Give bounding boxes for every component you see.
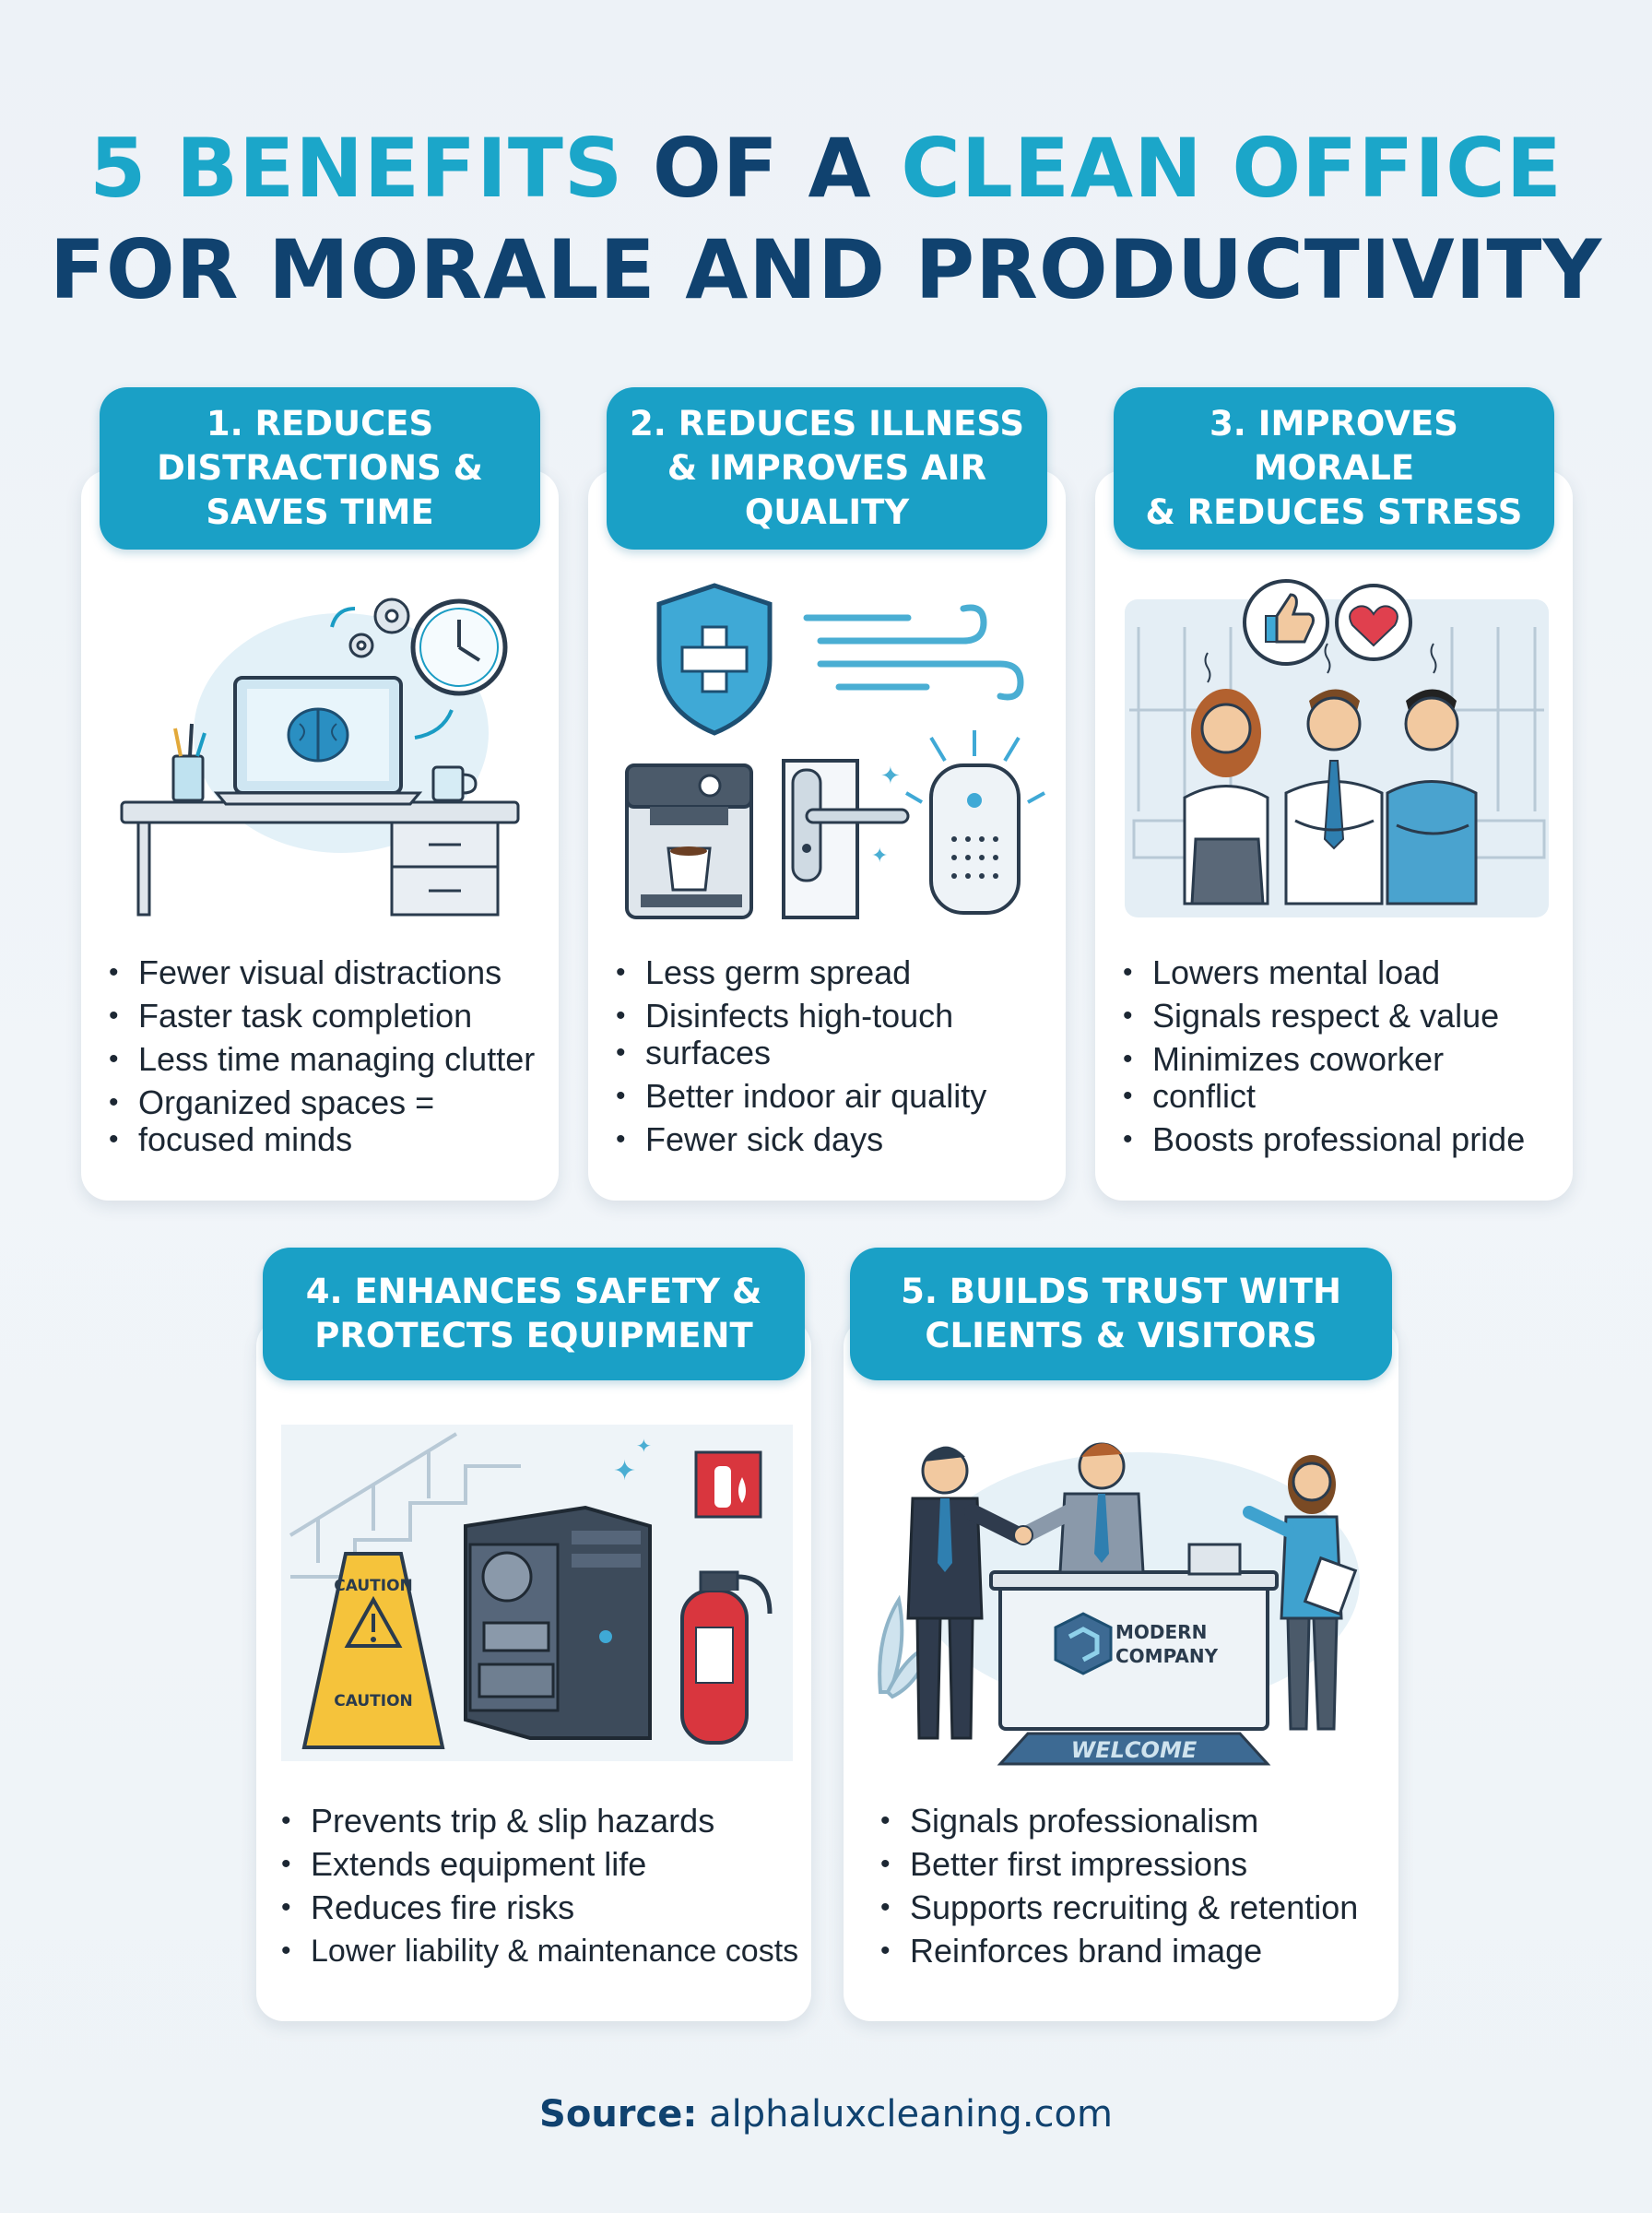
card-1-header: 1. REDUCES DISTRACTIONS & SAVES TIME <box>100 387 540 550</box>
source-credit: Source: alphaluxcleaning.com <box>0 2093 1652 2136</box>
card-5-header: 5. BUILDS TRUST WITH CLIENTS & VISITORS <box>850 1248 1392 1380</box>
coffee-machine-icon <box>625 763 753 919</box>
laptop-icon <box>213 676 423 806</box>
list-item: Signals respect & value <box>1123 998 1570 1035</box>
computer-tower-icon <box>464 1505 652 1740</box>
welcome-mat-text: WELCOME <box>1071 1737 1198 1763</box>
card-4-header: 4. ENHANCES SAFETY & PROTECTS EQUIPMENT <box>263 1248 805 1380</box>
card-3-bullets: Lowers mental load Signals respect & val… <box>1123 954 1570 1165</box>
page-title: 5 BENEFITS OF A CLEAN OFFICE FOR MORALE … <box>0 118 1652 321</box>
card-3-header: 3. IMPROVES MORALE & REDUCES STRESS <box>1114 387 1554 550</box>
svg-text:✦: ✦ <box>871 845 888 868</box>
caution-sign-icon: CAUTION CAUTION <box>301 1552 445 1749</box>
gears-icon <box>348 598 410 658</box>
svg-text:✦: ✦ <box>636 1435 652 1457</box>
title-highlight-benefits: 5 BENEFITS <box>89 121 624 216</box>
desk-icon <box>120 800 520 917</box>
list-item-continuation: conflict <box>1123 1078 1570 1116</box>
list-item: Fewer sick days <box>616 1121 1058 1159</box>
source-link[interactable]: alphaluxcleaning.com <box>697 2093 1113 2136</box>
brain-icon <box>287 707 349 763</box>
list-item-continuation: surfaces <box>616 1035 1058 1072</box>
team-illustration <box>1125 579 1549 917</box>
reception-illustration: MODERN COMPANY WELCOME <box>878 1442 1360 1766</box>
pencil-cup-icon <box>171 723 206 802</box>
list-item: Lowers mental load <box>1123 954 1570 992</box>
list-item: Signals professionalism <box>880 1803 1397 1840</box>
reception-desk-icon <box>989 1543 1279 1731</box>
title-highlight-clean-office: CLEAN OFFICE <box>901 121 1563 216</box>
fire-extinguisher-icon <box>680 1570 773 1745</box>
mug-icon <box>431 765 478 802</box>
card-2-bullets: Less germ spread Disinfects high-touch s… <box>616 954 1058 1165</box>
company-name-line-1: MODERN <box>1115 1621 1207 1643</box>
svg-text:✦: ✦ <box>613 1455 636 1487</box>
list-item: Prevents trip & slip hazards <box>281 1803 807 1840</box>
source-label: Source: <box>539 2093 698 2136</box>
list-item: Less time managing clutter <box>109 1041 551 1079</box>
clock-icon <box>410 598 508 696</box>
title-line-2: FOR MORALE AND PRODUCTIVITY <box>49 222 1603 317</box>
air-purifier-icon <box>904 730 1045 915</box>
card-1-bullets: Fewer visual distractions Faster task co… <box>109 954 551 1165</box>
safety-illustration: CAUTION CAUTION ✦ ✦ <box>281 1425 793 1761</box>
list-item: Reduces fire risks <box>281 1889 807 1927</box>
caution-label-top: CAUTION <box>334 1577 413 1595</box>
card-4-bullets: Prevents trip & slip hazards Extends equ… <box>281 1803 807 1976</box>
company-logo-icon: MODERN COMPANY <box>1054 1612 1219 1675</box>
title-connector: OF A <box>623 121 902 216</box>
door-handle-icon <box>782 759 910 919</box>
desk-illustration <box>120 598 520 917</box>
caution-label-bottom: CAUTION <box>334 1692 413 1710</box>
thumbs-up-icon <box>1243 579 1329 666</box>
list-item-continuation: focused minds <box>109 1121 551 1159</box>
list-item: Better first impressions <box>880 1846 1397 1884</box>
fire-sign-icon <box>694 1450 762 1519</box>
list-item: Organized spaces = <box>109 1084 551 1122</box>
list-item: Faster task completion <box>109 998 551 1035</box>
list-item: Less germ spread <box>616 954 1058 992</box>
list-item: Better indoor air quality <box>616 1078 1058 1116</box>
list-item: Boosts professional pride <box>1123 1121 1570 1159</box>
company-name-line-2: COMPANY <box>1115 1645 1219 1667</box>
welcome-mat-icon: WELCOME <box>997 1732 1271 1766</box>
svg-text:✦: ✦ <box>880 763 901 790</box>
heart-icon <box>1335 584 1412 661</box>
list-item: Minimizes coworker <box>1123 1041 1570 1079</box>
team-icon <box>1183 643 1478 905</box>
list-item: Extends equipment life <box>281 1846 807 1884</box>
list-item: Fewer visual distractions <box>109 954 551 992</box>
list-item: Supports recruiting & retention <box>880 1889 1397 1927</box>
card-5-bullets: Signals professionalism Better first imp… <box>880 1803 1397 1976</box>
card-2-header: 2. REDUCES ILLNESS & IMPROVES AIR QUALIT… <box>607 387 1047 550</box>
list-item: Disinfects high-touch <box>616 998 1058 1035</box>
wind-icon <box>803 604 1024 701</box>
list-item: Lower liability & maintenance costs <box>281 1933 807 1970</box>
list-item: Reinforces brand image <box>880 1933 1397 1970</box>
shield-cross-icon <box>656 583 773 736</box>
health-illustration: ✦ ✦ <box>625 583 1045 919</box>
handshake-icon <box>906 1442 1358 1740</box>
